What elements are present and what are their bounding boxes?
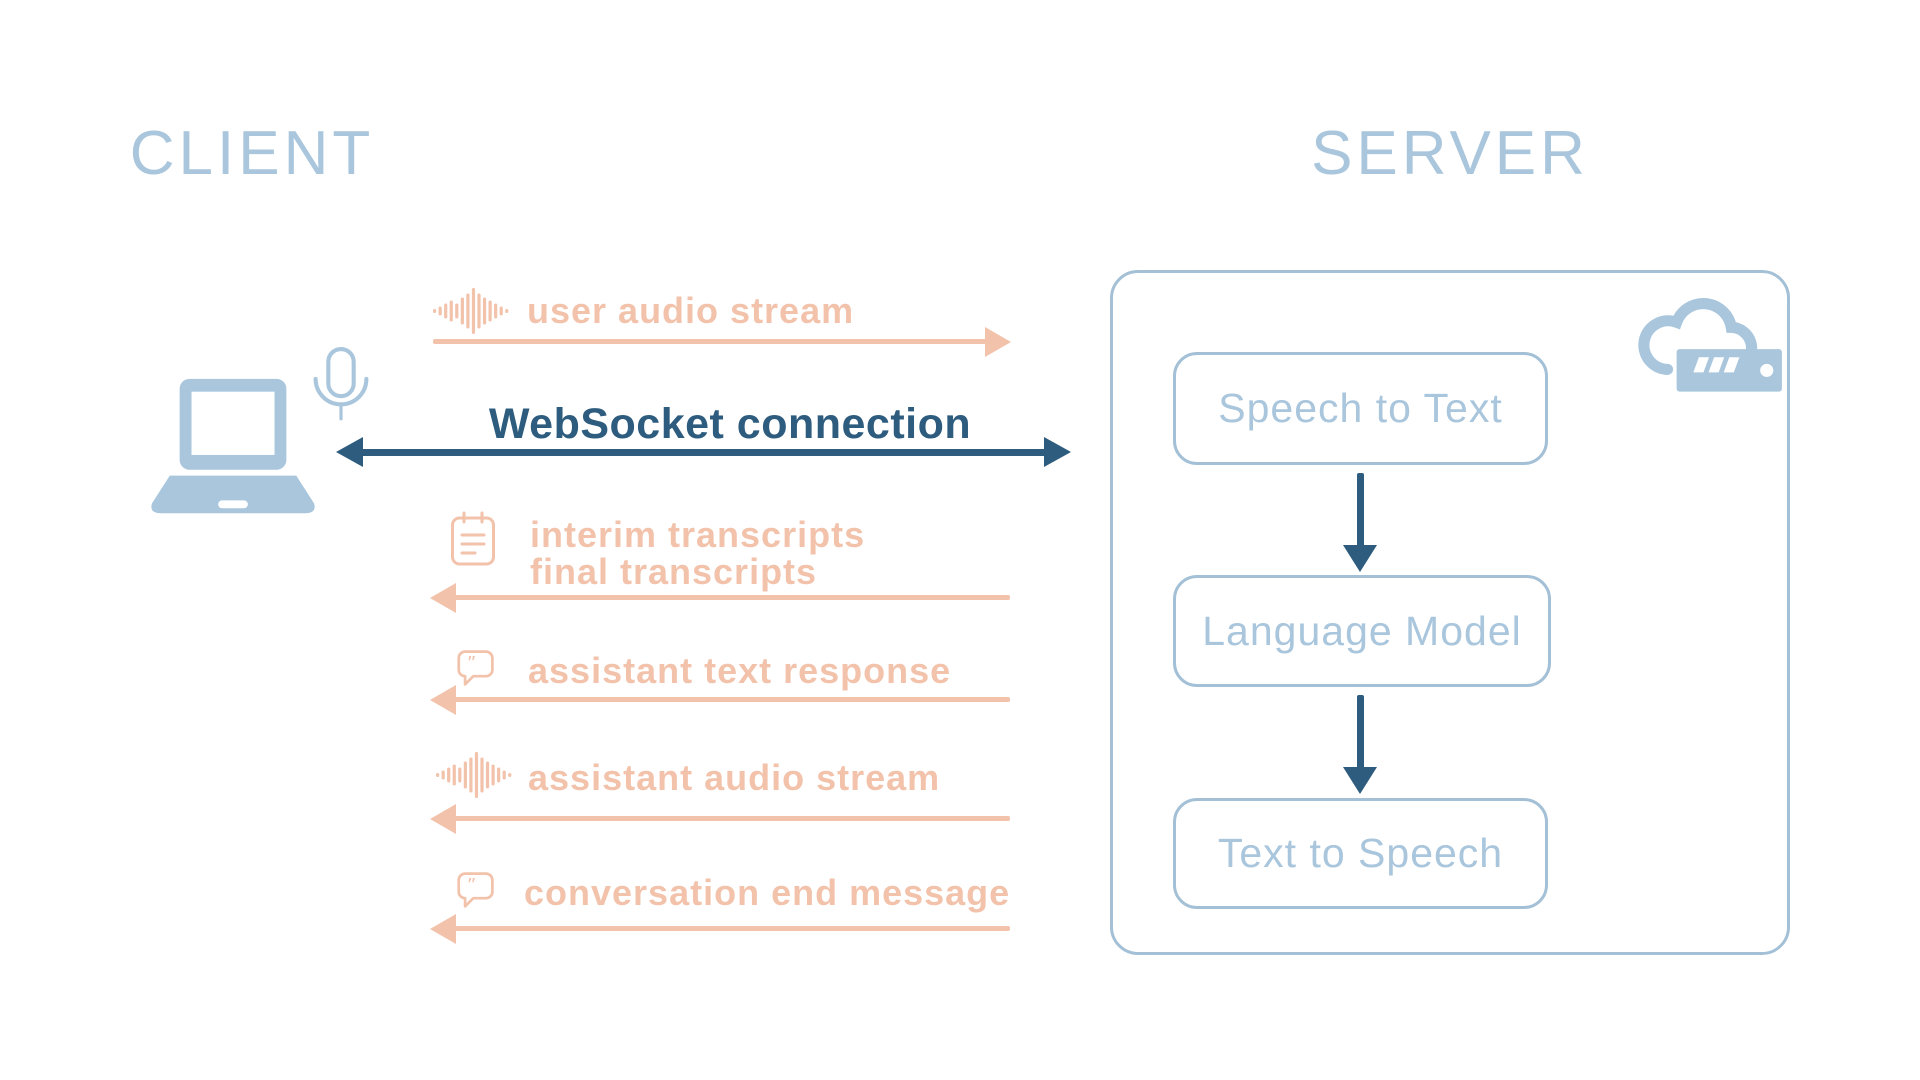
svg-text:”: ” — [467, 875, 476, 896]
client-title: CLIENT — [129, 119, 375, 188]
pipeline-box-language-model: Language Model — [1173, 575, 1551, 687]
message-label-final-transcripts: final transcripts — [530, 551, 818, 592]
message-label-assistant-text-response: assistant text response — [528, 650, 952, 691]
laptop-icon — [150, 378, 318, 518]
message-label-user-audio-stream: user audio stream — [527, 290, 855, 331]
pipeline-box-text-to-speech: Text to Speech — [1173, 798, 1548, 909]
pipeline-label-language-model: Language Model — [1202, 607, 1522, 654]
waveform-icon — [436, 752, 514, 798]
message-label-interim-transcripts: interim transcripts — [530, 514, 866, 555]
microphone-icon — [312, 346, 370, 430]
message-label-assistant-audio-stream: assistant audio stream — [528, 757, 941, 798]
message-label-conversation-end-message: conversation end message — [524, 872, 1011, 913]
speech-bubble-icon: ” — [456, 648, 496, 688]
speech-bubble-icon: ” — [456, 870, 496, 910]
websocket-connection-label: WebSocket connection — [488, 400, 972, 448]
server-title: SERVER — [1311, 119, 1589, 188]
svg-text:”: ” — [467, 653, 476, 674]
pipeline-label-speech-to-text: Speech to Text — [1218, 385, 1503, 431]
pipeline-label-text-to-speech: Text to Speech — [1217, 830, 1504, 876]
notepad-icon — [450, 510, 496, 568]
waveform-icon — [433, 288, 511, 334]
pipeline-box-speech-to-text: Speech to Text — [1173, 352, 1548, 465]
cloud-server-icon — [1626, 276, 1788, 400]
